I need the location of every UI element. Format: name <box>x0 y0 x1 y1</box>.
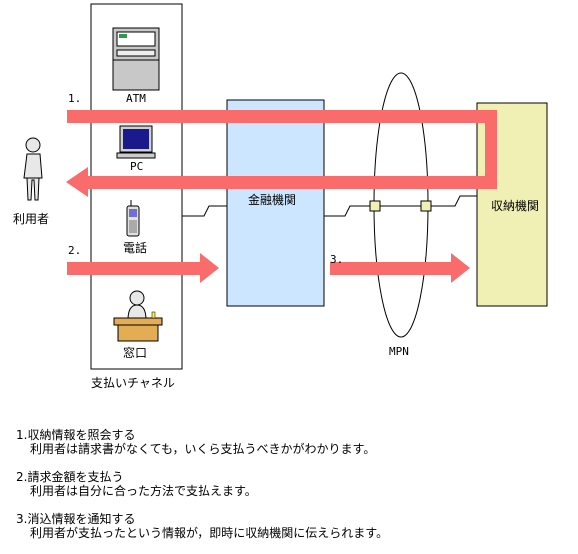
channel-label-phone: 電話 <box>123 241 148 255</box>
note-body: 利用者が支払ったという情報が，即時に収納機関に伝えられます。 <box>30 526 389 540</box>
collector-label: 収納機関 <box>491 199 540 213</box>
note-title: 1.収納情報を照会する <box>16 428 136 442</box>
pc-icon <box>116 125 156 159</box>
user-label: 利用者 <box>13 212 50 226</box>
note-title: 3.消込情報を通知する <box>16 512 136 526</box>
note-item: 2.請求金額を支払う 利用者は自分に合った方法で支払えます。 <box>16 470 388 498</box>
flow-diagram <box>23 3 548 370</box>
step-marker-3: 3. <box>330 253 344 266</box>
channel-label-atm: ATM <box>126 92 146 105</box>
arrow-step-2 <box>67 253 219 283</box>
note-item: 3.消込情報を通知する 利用者が支払ったという情報が，即時に収納機関に伝えられま… <box>16 512 388 540</box>
phone-icon <box>126 200 140 237</box>
channel-label-pc: PC <box>130 160 144 173</box>
note-body: 利用者は自分に合った方法で支払えます。 <box>30 484 257 498</box>
link-mpn-collector <box>431 195 477 207</box>
mpn-connector-left <box>369 200 381 212</box>
note-title: 2.請求金額を支払う <box>16 470 124 484</box>
bank-box <box>226 99 325 307</box>
channel-label-counter: 窓口 <box>123 346 148 360</box>
note-item: 1.収納情報を照会する 利用者は請求書がなくても，いくら支払うべきかがわかります… <box>16 428 388 456</box>
link-channel-bank <box>182 205 227 217</box>
link-bank-mpn <box>324 205 374 217</box>
arrow-step-3 <box>330 253 470 283</box>
step-marker-1: 1. <box>68 92 82 105</box>
user-icon <box>23 137 43 201</box>
bank-label: 金融機関 <box>248 193 297 207</box>
mpn-connector-right <box>420 200 432 212</box>
mpn-label: MPN <box>389 345 409 358</box>
notes-list: 1.収納情報を照会する 利用者は請求書がなくても，いくら支払うべきかがわかります… <box>16 428 388 554</box>
channel-caption: 支払いチャネル <box>91 376 175 390</box>
note-body: 利用者は請求書がなくても，いくら支払うべきかがわかります。 <box>30 442 376 456</box>
counter-icon <box>113 290 163 342</box>
atm-icon <box>112 27 160 91</box>
arrow-step-1 <box>66 110 497 197</box>
step-marker-2: 2. <box>68 244 82 257</box>
